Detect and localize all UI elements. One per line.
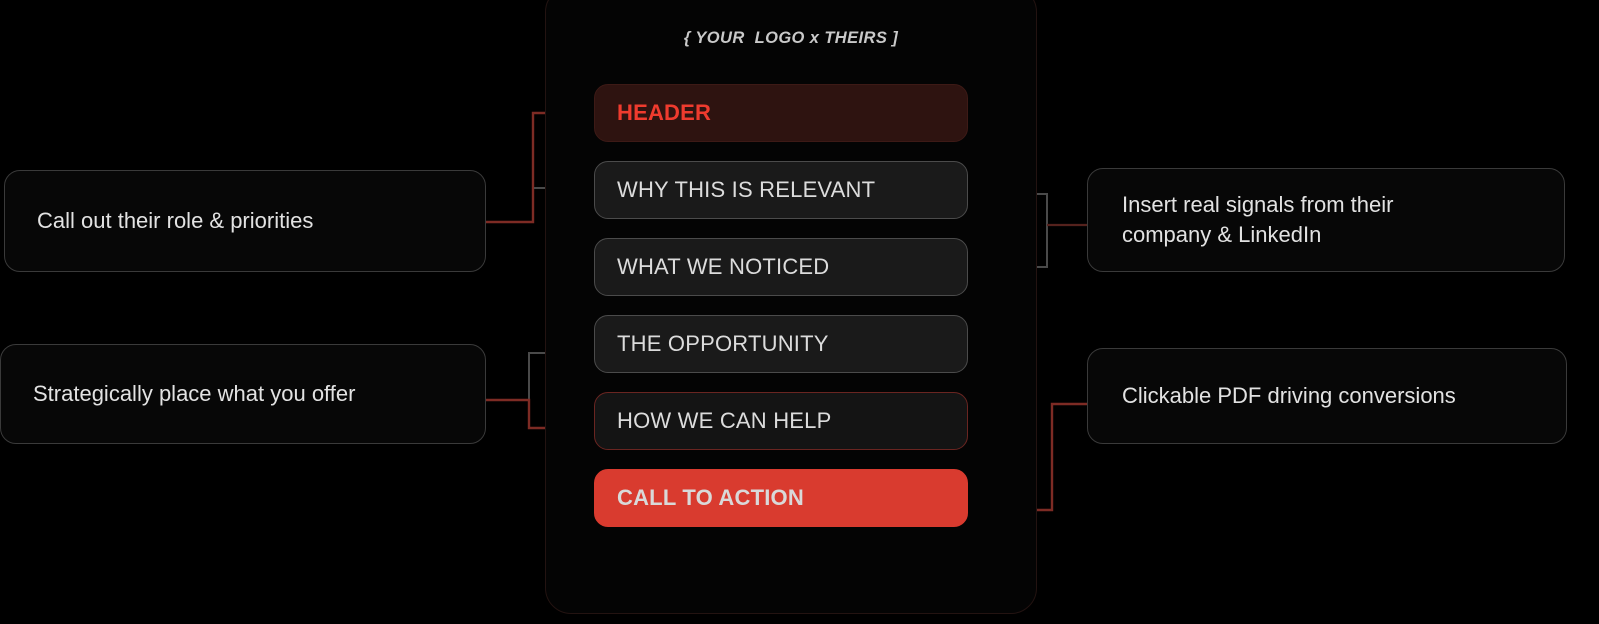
row-how-we-can-help[interactable]: HOW WE CAN HELP	[594, 392, 968, 450]
callout-call-out-role: Call out their role & priorities	[4, 170, 486, 272]
callout-clickable-pdf: Clickable PDF driving conversions	[1087, 348, 1567, 444]
callout-right-bottom-text: Clickable PDF driving conversions	[1122, 382, 1456, 408]
callout-left-top-text: Call out their role & priorities	[37, 207, 314, 233]
row-the-opportunity[interactable]: THE OPPORTUNITY	[594, 315, 968, 373]
logo-placeholder-label: { YOUR LOGO x THEIRS ]	[683, 29, 899, 47]
row-call-to-action[interactable]: CALL TO ACTION	[594, 469, 968, 527]
callout-insert-real-signals: Insert real signals from their company &…	[1087, 168, 1565, 272]
callout-left-bottom-text: Strategically place what you offer	[33, 380, 356, 406]
row-what-we-noticed[interactable]: WHAT WE NOTICED	[594, 238, 968, 296]
callout-right-top-line2: company & LinkedIn	[1122, 222, 1322, 247]
row-header[interactable]: HEADER	[594, 84, 968, 142]
row-why-this-is-relevant[interactable]: WHY THIS IS RELEVANT	[594, 161, 968, 219]
callout-strategically-place: Strategically place what you offer	[0, 344, 486, 444]
callout-right-top-text: Insert real signals from their company &…	[1122, 190, 1393, 251]
callout-right-top-line1: Insert real signals from their	[1122, 191, 1394, 217]
